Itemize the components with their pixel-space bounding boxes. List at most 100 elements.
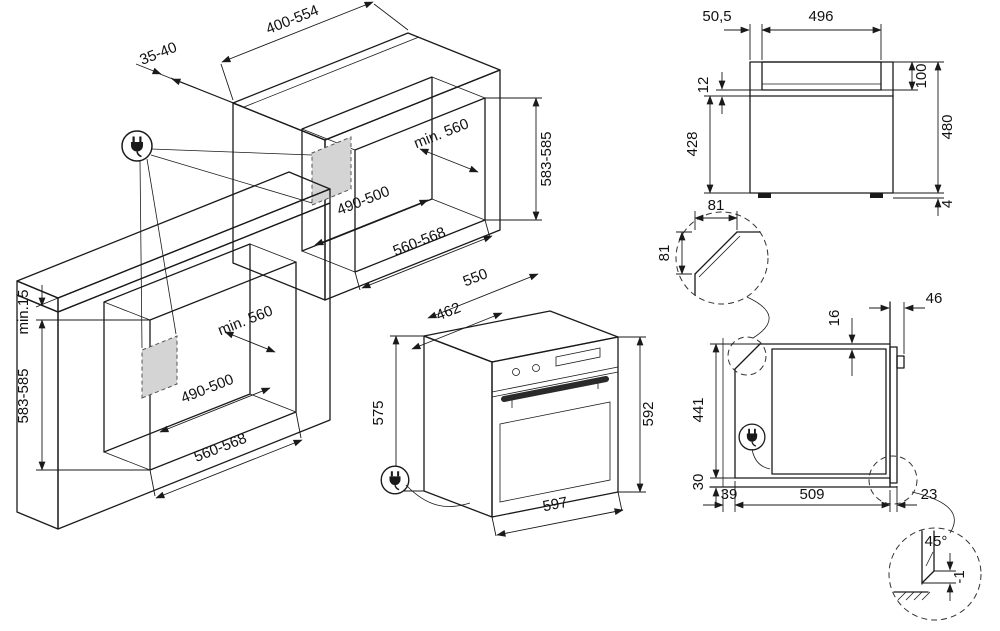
- worktop-front-face: [57, 188, 331, 313]
- tall-cabinet-view: 400-554 35-40 583-585 min. 560 490-500 5…: [120, 1, 555, 349]
- dimline-oven-597: [496, 508, 624, 537]
- dimline-base-min560: [224, 331, 276, 353]
- arrow-35-40-a: [135, 63, 162, 75]
- dim-side-bottom-gap: 30: [690, 474, 707, 491]
- rear-chamfer: [734, 343, 761, 370]
- dim-base-top-gap: min.15: [15, 289, 32, 334]
- oven-knob: [512, 368, 520, 376]
- dim-side-inner-height: 441: [690, 397, 707, 422]
- ext-lines-bottom-row: [722, 481, 898, 512]
- ext-lines-base-568: [149, 411, 302, 497]
- detail-leader: [911, 491, 955, 534]
- rear-body: [749, 61, 894, 194]
- dim-base-min-depth: min. 560: [215, 302, 275, 339]
- ext-lines-rear-12: [704, 89, 762, 97]
- dim-side-top-gap: 16: [826, 310, 843, 327]
- corner-edges: [694, 231, 761, 296]
- base-cabinet-left-face: [16, 294, 59, 530]
- corner-detail: 81 81: [656, 197, 770, 339]
- dim-rear-total-height: 480: [939, 114, 956, 139]
- dim-rear-flange: 12: [695, 77, 712, 94]
- ext-lines-400-554: [220, 3, 409, 101]
- dim-offset: -1: [951, 570, 968, 583]
- dim-rear-terminal-width: 496: [808, 8, 833, 25]
- door-profile: [889, 346, 898, 484]
- oven-door-glass: [499, 401, 611, 503]
- dim-tall-strip: 35-40: [137, 39, 179, 69]
- chamfer-reference-circle: [727, 336, 767, 376]
- ext-lines-base-left: [35, 297, 150, 471]
- dim-corner-width: 81: [708, 197, 725, 214]
- rear-foot: [870, 193, 883, 198]
- tall-cabinet-front-face: [324, 69, 501, 301]
- ext-lines-minus1: [922, 570, 956, 584]
- power-plug-icon: [380, 465, 410, 495]
- dimline-tall-490: [314, 199, 429, 246]
- tall-outlet-zone: [311, 136, 352, 206]
- dim-tall-top-depth: 400-554: [264, 2, 321, 38]
- dim-oven-front-height: 592: [640, 401, 657, 426]
- dim-corner-height: 81: [656, 245, 673, 262]
- detail-circle: [888, 527, 982, 621]
- dim-side-door: 23: [921, 486, 938, 503]
- plug-leader-lines: [139, 148, 313, 349]
- dimline-base-568: [155, 439, 303, 499]
- dimline-oven-462: [411, 312, 503, 350]
- dim-oven-depth: 550: [461, 265, 491, 290]
- dimline-400-554: [221, 1, 374, 63]
- door-bottom-detail: 45° -1: [888, 527, 982, 621]
- dim-base-niche-height: 583-585: [15, 368, 32, 423]
- power-plug-icon: [120, 129, 154, 163]
- ext-lines-tall-583: [485, 97, 542, 221]
- ext-lines-rear-480: [893, 192, 944, 199]
- dim-base-inner-width: 490-500: [179, 371, 236, 407]
- dim-tall-niche-height: 583-585: [538, 131, 555, 186]
- base-cabinet-view: min.15 583-585 min. 560 490-500 560-568: [15, 171, 331, 530]
- dimline-base-490: [159, 387, 271, 433]
- dimline-tall-min560: [419, 148, 479, 173]
- dim-rear-terminal-height: 100: [913, 63, 930, 88]
- chamfer-line: [694, 231, 738, 275]
- base-outlet-zone: [141, 335, 178, 399]
- oven-view: 550 462 575 592 597: [370, 265, 657, 537]
- dim-rear-foot: 4: [939, 200, 956, 208]
- rear-view: 496 50,5 100 12 428 480 4: [684, 8, 956, 216]
- dim-tall-min-depth: min. 560: [411, 115, 471, 152]
- oven-body-profile: [771, 348, 887, 475]
- base-cabinet-front-face: [57, 202, 331, 530]
- hatching: [897, 591, 931, 601]
- base-niche-depth-edges: [103, 243, 297, 471]
- power-plug-icon: [738, 423, 766, 451]
- dim-side-depth: 509: [799, 486, 824, 503]
- ext-lines-81v: [676, 231, 692, 275]
- oven-display: [555, 347, 601, 367]
- dim-rear-lower-height: 428: [684, 131, 701, 156]
- dimline-tall-568: [361, 235, 493, 289]
- dimline-oven-550: [427, 273, 539, 319]
- dim-angle: 45°: [925, 533, 948, 550]
- ext-lines-tall-568: [354, 219, 491, 291]
- oven-front-face: [491, 336, 619, 518]
- detail-circle: [675, 211, 769, 305]
- handle-profile: [896, 355, 905, 369]
- control-panel-line: [491, 366, 619, 398]
- dim-oven-front-width: 597: [541, 494, 569, 515]
- side-view: 16 46 441 30 39 509 23: [690, 290, 955, 534]
- oven-left-face: [423, 335, 493, 518]
- ext-lines-oven-597: [491, 491, 623, 537]
- ext-lines-rear-top: [749, 24, 882, 60]
- tall-cabinet-top-strip-line: [243, 36, 420, 108]
- terminal-band: [761, 61, 882, 91]
- tall-niche-depth-edges: [301, 76, 486, 273]
- angle-leader: [925, 551, 934, 567]
- chamfer-inner-line: [698, 235, 741, 278]
- oven-knob: [532, 364, 540, 372]
- power-cord: [405, 484, 471, 507]
- rear-foot: [758, 193, 771, 198]
- power-cord: [751, 448, 771, 470]
- dim-base-niche-width: 560-568: [192, 430, 249, 466]
- detail-leader: [746, 296, 770, 339]
- dim-side-front-gap: 46: [926, 290, 943, 307]
- dim-rear-offset: 50,5: [702, 8, 731, 25]
